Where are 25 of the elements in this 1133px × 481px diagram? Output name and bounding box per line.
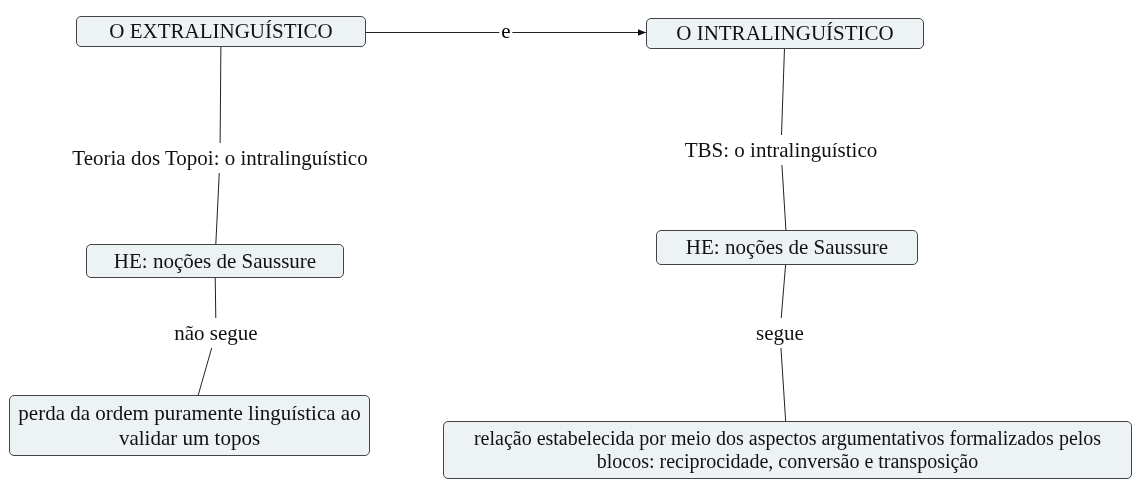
concept-box [76,16,366,47]
concept-text: HE: noções de Saussure [113,248,317,274]
connector-line [780,347,787,422]
concept-box [9,395,370,456]
connector-line [214,277,217,319]
concept-box [443,421,1132,479]
concept-text: perda da ordem puramente linguística ao validar um topos [17,401,362,450]
connector-line [780,264,787,319]
connector-line [219,46,222,144]
connector-line [197,347,213,396]
concept-text: relação estabelecida por meio dos aspectos argumentativos formalizados pelos blocos: reciprocidade, conversão e transposição [472,427,1103,473]
connector-line [215,172,220,245]
linking-phrase: não segue [174,320,258,346]
connector-line [781,48,785,136]
linking-phrase: Teoria dos Topoi: o intralinguístico [72,145,368,171]
concept-text: O EXTRALINGUÍSTICO [109,19,333,44]
connector-line [781,164,787,231]
linking-phrase: segue [756,320,804,346]
concept-text: HE: noções de Saussure [685,235,889,260]
concept-text: O INTRALINGUÍSTICO [676,21,894,46]
concept-box [646,18,924,49]
linking-phrase: TBS: o intralinguístico [684,137,878,163]
concept-box [86,244,344,278]
concept-box [656,230,918,265]
arrow [365,29,647,36]
